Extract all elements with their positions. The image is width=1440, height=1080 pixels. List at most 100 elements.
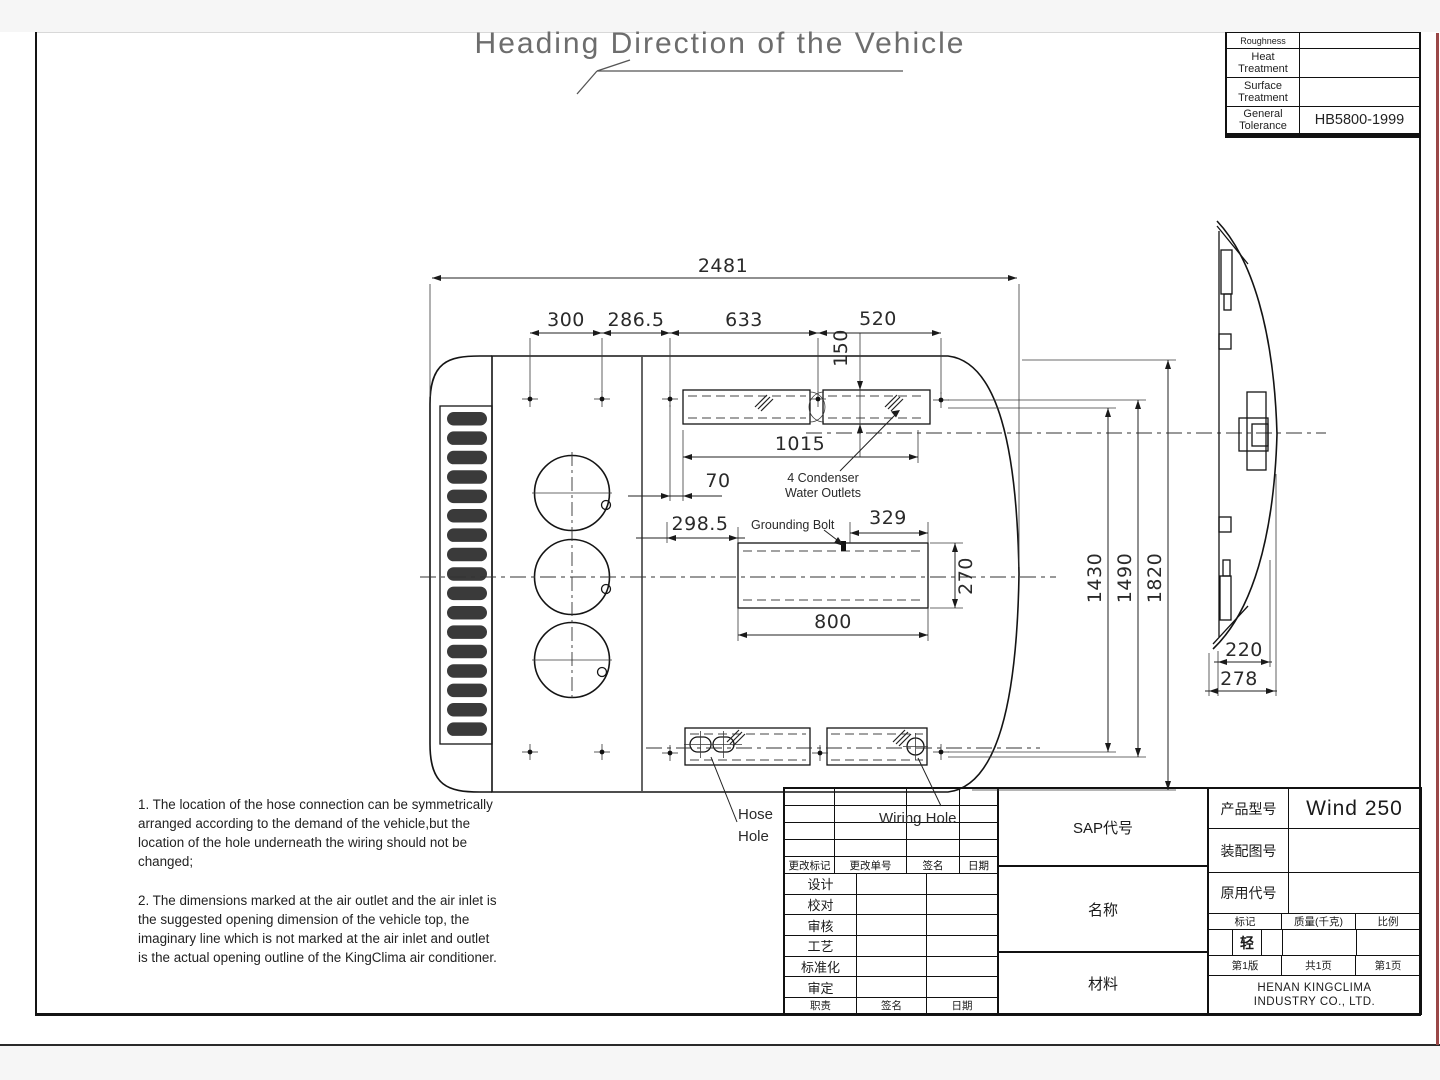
- drawing-line: [667, 396, 673, 402]
- spec-table: Roughness Heat Treatment Surface Treatme…: [1225, 32, 1421, 138]
- hose-hole-label-line1: Hose: [738, 806, 773, 823]
- drawing-line: [683, 493, 692, 499]
- dim-298-5: 298.5: [672, 513, 729, 535]
- fan-notch-2: [600, 583, 612, 595]
- revision-cell: [835, 823, 907, 839]
- dim-150: 150: [830, 329, 852, 367]
- approval-row-approve: 审定: [785, 977, 997, 999]
- grounding-bolt-leader: [823, 529, 842, 544]
- air-intake-grille: [447, 412, 487, 736]
- mounting-marker: [662, 745, 678, 761]
- hatch-mark: [726, 729, 746, 747]
- revision-cell: [907, 789, 960, 805]
- grille-panel: [439, 405, 493, 745]
- approval-cell: [927, 895, 997, 915]
- grille-slot: [447, 644, 487, 659]
- profile-hub: [1238, 417, 1269, 452]
- name-cell: 名称: [999, 867, 1207, 953]
- drawing-line: [1209, 688, 1218, 694]
- spec-value-heat-treatment: [1300, 49, 1419, 77]
- edition-value: 第1版: [1209, 956, 1282, 975]
- grille-slot: [447, 703, 487, 717]
- drawing-line: [952, 599, 958, 608]
- original-code-label: 原用代号: [1209, 873, 1289, 913]
- dim-70: 70: [705, 470, 730, 492]
- footer-label-signature: 签名: [857, 998, 927, 1014]
- drawing-line: [602, 330, 611, 336]
- dim-300: 300: [547, 309, 585, 331]
- profile-bottom-bracket: [1219, 575, 1232, 621]
- approval-cell: [857, 915, 927, 936]
- top-margin-strip: [0, 0, 1440, 32]
- revision-header-row: 更改标记 更改单号 签名 日期: [785, 857, 997, 873]
- revision-cell: [960, 789, 997, 805]
- spec-value-roughness: [1300, 33, 1419, 48]
- grille-slot: [447, 625, 487, 639]
- page-title: Heading Direction of the Vehicle: [474, 27, 966, 60]
- drawing-line: [738, 632, 747, 638]
- fan-opening-3: [533, 621, 611, 699]
- dim-520: 520: [859, 308, 897, 330]
- hatch-mark: [754, 394, 774, 412]
- dim-270: 270: [955, 557, 977, 595]
- grille-slot: [447, 722, 487, 736]
- drawing-line: [1135, 748, 1141, 757]
- grille-slot: [447, 509, 487, 523]
- grounding-bolt-label: Grounding Bolt: [751, 518, 835, 532]
- grille-slot: [447, 528, 487, 542]
- grille-slot: [447, 547, 487, 562]
- drawing-line: [667, 750, 673, 756]
- revision-table: 更改标记 更改单号 签名 日期: [785, 789, 997, 873]
- wiring-hole-circle: [906, 737, 925, 756]
- inlet-boxes: [684, 727, 928, 766]
- frame-left: [35, 32, 37, 1015]
- revision-empty-row: [785, 806, 997, 823]
- revision-cell: [835, 789, 907, 805]
- top-view-outline: [429, 355, 1020, 793]
- notes-block: 1. The location of the hose connection c…: [138, 795, 502, 987]
- mass-label: 质量(千克): [1282, 914, 1356, 929]
- revision-cell: [907, 840, 960, 856]
- side-profile-view: [1212, 220, 1278, 650]
- drawing-line: [892, 729, 912, 747]
- central-opening-rect: [737, 542, 929, 609]
- revision-empty-row: [785, 823, 997, 840]
- dim-800: 800: [814, 611, 852, 633]
- drawing-line: [919, 632, 928, 638]
- revision-cell: [907, 806, 960, 822]
- drawing-line: [596, 59, 631, 72]
- divider: [1356, 930, 1357, 955]
- drawing-line: [891, 410, 900, 418]
- unit-body-outline: [491, 355, 1020, 793]
- note-1: 1. The location of the hose connection c…: [138, 797, 493, 869]
- drawing-line: [932, 330, 941, 336]
- drawing-line: [834, 537, 844, 546]
- grounding-bolt-mark: [841, 541, 846, 551]
- drawing-line: [527, 749, 533, 755]
- profile-hub-core: [1251, 423, 1269, 447]
- sap-code-cell: SAP代号: [999, 789, 1207, 867]
- frame-right: [1419, 32, 1421, 1015]
- dim-1490: 1490: [1114, 553, 1136, 603]
- grille-slot: [447, 412, 487, 426]
- profile-top-wedge: [1216, 225, 1249, 265]
- profile-bottom-tab: [1222, 559, 1231, 577]
- drawing-line: [919, 530, 928, 536]
- company-line-1: HENAN KINGCLIMA: [1257, 981, 1372, 994]
- grille-slot: [447, 567, 487, 581]
- condenser-box-right: [822, 389, 931, 425]
- revision-cell: [960, 806, 997, 822]
- drawing-line: [593, 330, 602, 336]
- company-line-2: INDUSTRY CO., LTD.: [1253, 995, 1376, 1008]
- scale-label: 比例: [1377, 916, 1399, 928]
- grille-slot: [447, 489, 487, 504]
- spec-label-surface-treatment: Surface Treatment: [1227, 78, 1300, 106]
- approval-row-design: 设计: [785, 874, 997, 895]
- material-cell: 材料: [1087, 975, 1118, 993]
- hose-hole-label-line2: Hole: [738, 828, 769, 845]
- hatch-mark: [884, 394, 904, 412]
- profile-tab-lower: [1218, 516, 1232, 533]
- profile-bottom-wedge: [1212, 605, 1249, 645]
- profile-outer-curve: [1212, 220, 1278, 650]
- mounting-marker: [662, 391, 678, 407]
